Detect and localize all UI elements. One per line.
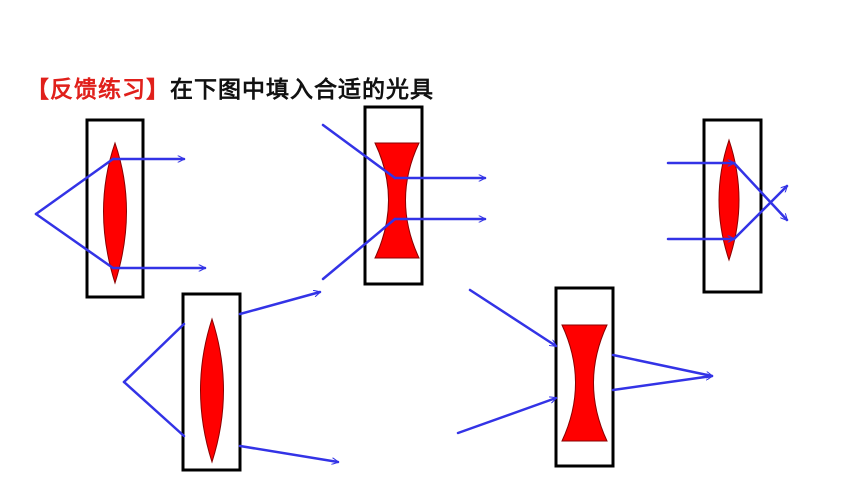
- optics-box[interactable]: [181, 292, 242, 472]
- light-rays: [456, 288, 712, 435]
- convex-lens: [718, 138, 740, 262]
- convex-lens: [103, 141, 127, 285]
- light-rays: [321, 123, 487, 281]
- light-rays: [34, 159, 207, 268]
- light-rays: [122, 292, 338, 462]
- concave-lens: [374, 142, 420, 259]
- exercise-heading: 【反馈练习】在下图中填入合适的光具: [26, 70, 434, 104]
- optics-box[interactable]: [363, 105, 424, 286]
- convex-lens: [200, 317, 224, 464]
- panel-3: [666, 118, 787, 294]
- exercise-instruction: 在下图中填入合适的光具: [170, 77, 434, 103]
- exercise-tag: 【反馈练习】: [26, 77, 170, 103]
- light-rays: [666, 163, 787, 239]
- panel-1: [34, 118, 207, 299]
- concave-lens: [561, 324, 608, 442]
- optics-box[interactable]: [702, 118, 763, 294]
- panel-2: [321, 105, 487, 286]
- optics-box[interactable]: [85, 118, 145, 299]
- panel-4: [122, 292, 338, 472]
- panel-5: [456, 286, 712, 468]
- optics-box[interactable]: [554, 286, 615, 468]
